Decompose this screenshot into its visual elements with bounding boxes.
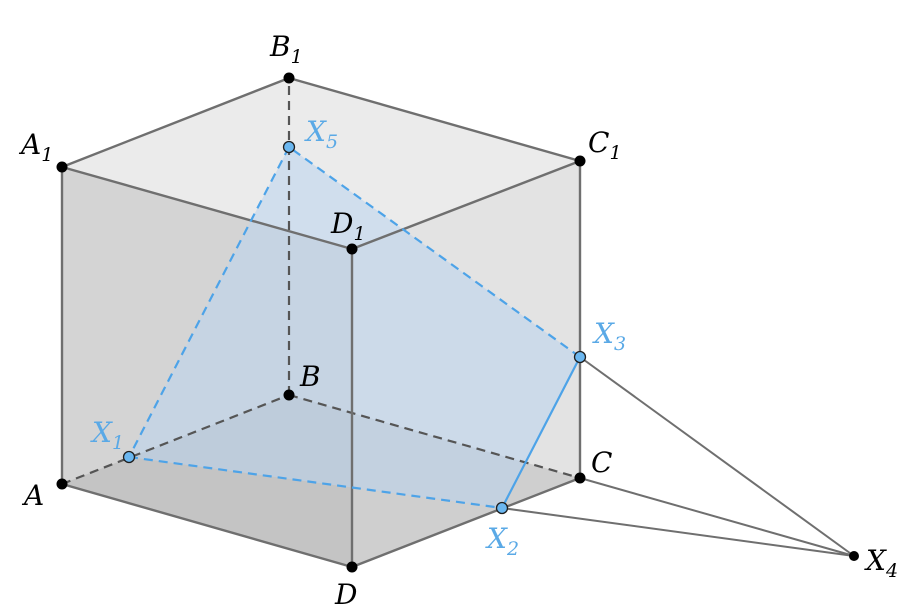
edge-B1-C1: [287, 76, 582, 163]
line-C-X4: [579, 477, 855, 557]
label-X4: X4: [864, 544, 898, 582]
label-D: D: [334, 578, 357, 611]
visible-edges: [60, 76, 582, 569]
point-X4: [849, 551, 859, 561]
label-X5: X5: [304, 115, 338, 153]
vertex-points: [56, 72, 859, 573]
section-X2-X3: [501, 356, 581, 509]
label-X1: X1: [90, 416, 124, 454]
section-X5-X1: [128, 146, 290, 458]
construction-lines: [501, 356, 855, 557]
label-C: C: [591, 446, 612, 479]
hidden-edges: [61, 78, 581, 486]
edge-B-C: [288, 393, 581, 480]
edge-A1-B1: [60, 76, 291, 169]
point-X1: [122, 450, 136, 464]
point-X3: [573, 350, 587, 364]
label-D1: D1: [330, 207, 366, 245]
point-D1: [346, 243, 358, 255]
label-A1: A1: [18, 128, 53, 166]
point-X2: [495, 501, 509, 515]
point-B: [283, 389, 295, 401]
edge-A-B: [61, 393, 290, 486]
edge-C1-D1: [350, 159, 582, 251]
label-X3: X3: [592, 317, 626, 355]
point-D: [346, 561, 358, 573]
point-A1: [56, 161, 68, 173]
section-X1-X2: [128, 455, 503, 510]
vertex-labels: A B C D A1 B1 C1 D1 X4 X1 X2: [18, 30, 898, 611]
line-X2-X4: [501, 507, 855, 557]
point-C1: [574, 155, 586, 167]
label-C1: C1: [588, 126, 622, 164]
point-C: [574, 472, 586, 484]
label-B1: B1: [269, 30, 303, 68]
label-A: A: [21, 479, 44, 512]
edge-A-D: [60, 482, 354, 569]
section-points: [122, 140, 587, 515]
label-X2: X2: [485, 522, 519, 560]
section-outline: [128, 146, 581, 510]
point-B1: [283, 72, 295, 84]
edge-D-C: [350, 476, 582, 569]
point-X5: [282, 140, 296, 154]
label-B: B: [299, 360, 321, 393]
section-plane: [129, 147, 580, 508]
point-A: [56, 478, 68, 490]
edge-D1-A1: [60, 165, 354, 251]
line-X3-X4: [579, 356, 855, 557]
